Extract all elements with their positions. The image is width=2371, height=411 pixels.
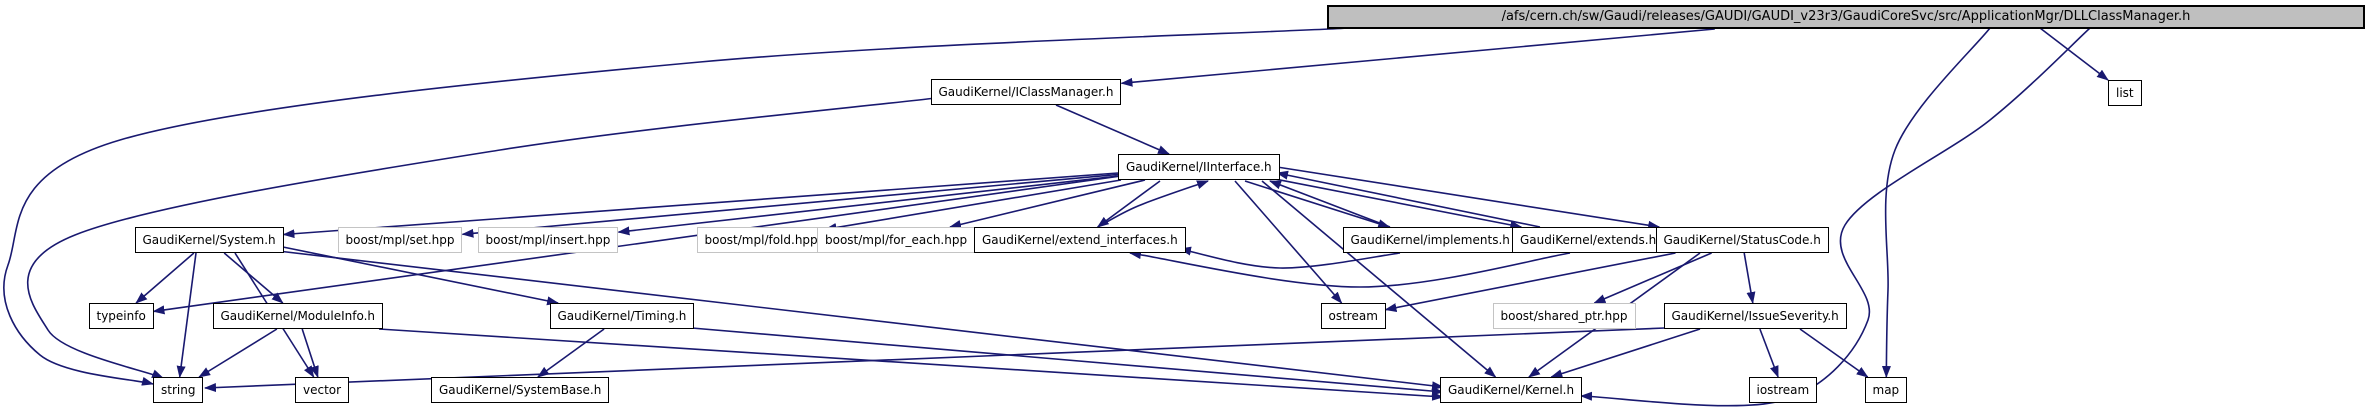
edge-issueseverity-to-kernel: [1550, 328, 1701, 378]
node-mpl_foreach: boost/mpl/for_each.hpp: [817, 227, 976, 253]
edge-system-to-string: [176, 252, 197, 378]
edge-iinterface-to-implements: [1244, 180, 1391, 228]
node-mpl_insert: boost/mpl/insert.hpp: [477, 227, 619, 253]
edge-iinterface-to-extend_interfaces: [1096, 180, 1161, 228]
edge-iinterface-to-mpl_fold: [824, 179, 1122, 232]
node-timing[interactable]: GaudiKernel/Timing.h: [549, 303, 695, 329]
node-system[interactable]: GaudiKernel/System.h: [134, 227, 284, 253]
edge-issueseverity-to-iostream: [1759, 328, 1779, 378]
edge-system-to-typeinfo: [135, 252, 195, 304]
node-extend_interfaces[interactable]: GaudiKernel/extend_interfaces.h: [974, 227, 1186, 253]
node-ostream: ostream: [1320, 303, 1386, 329]
edge-statuscode-to-shared_ptr: [1593, 252, 1712, 304]
edge-iinterface-to-typeinfo: [152, 175, 1122, 315]
node-mpl_set: boost/mpl/set.hpp: [337, 227, 463, 253]
edge-iinterface-to-extends: [1269, 177, 1523, 230]
edge-extends-to-extend_interfaces: [1129, 250, 1571, 288]
edge-iinterface-to-statuscode: [1276, 166, 1661, 230]
node-string: string: [153, 377, 204, 403]
edge-system-to-timing: [277, 245, 560, 306]
edge-iinterface-to-mpl_foreach: [949, 179, 1146, 229]
node-systembase[interactable]: GaudiKernel/SystemBase.h: [431, 377, 610, 403]
node-kernel[interactable]: GaudiKernel/Kernel.h: [1440, 377, 1583, 403]
edge-iinterface-to-ostream: [1234, 180, 1343, 304]
edge-timing-to-systembase: [537, 328, 605, 378]
node-map: map: [1864, 377, 1908, 403]
node-moduleinfo[interactable]: GaudiKernel/ModuleInfo.h: [212, 303, 384, 329]
edge-root-to-map: [1881, 27, 1991, 378]
node-implements[interactable]: GaudiKernel/implements.h: [1342, 227, 1518, 253]
node-iclassmanager[interactable]: GaudiKernel/IClassManager.h: [930, 79, 1122, 105]
node-typeinfo: typeinfo: [88, 303, 154, 329]
edge-extends-to-iinterface: [1276, 170, 1541, 228]
edge-statuscode-to-ostream: [1384, 252, 1676, 313]
edge-iinterface-to-mpl_insert: [617, 175, 1119, 236]
edge-implements-to-iinterface: [1269, 180, 1391, 228]
edge-extend_interfaces-to-iinterface: [1097, 180, 1209, 228]
edge-iinterface-to-kernel: [1261, 180, 1497, 378]
edge-iinterface-to-mpl_set: [461, 173, 1119, 238]
edge-iclassmanager-to-iinterface: [1055, 104, 1170, 155]
edge-root-to-iclassmanager: [1120, 28, 1715, 87]
node-issueseverity[interactable]: GaudiKernel/IssueSeverity.h: [1663, 303, 1847, 329]
node-mpl_fold: boost/mpl/fold.hpp: [696, 227, 826, 253]
node-shared_ptr: boost/shared_ptr.hpp: [1492, 303, 1636, 329]
edge-system-to-moduleinfo: [223, 252, 284, 304]
edge-statuscode-to-issueseverity: [1743, 252, 1756, 304]
node-vector: vector: [295, 377, 350, 403]
edge-moduleinfo-to-vector: [301, 328, 319, 378]
edge-root-to-string: [3, 27, 1351, 386]
edge-system-to-kernel: [277, 250, 1444, 391]
node-list: list: [2108, 80, 2142, 106]
node-iinterface[interactable]: GaudiKernel/IInterface.h: [1118, 154, 1280, 180]
node-iostream: iostream: [1748, 377, 1818, 403]
edge-iclassmanager-to-string: [26, 97, 937, 379]
edge-moduleinfo-to-kernel: [378, 328, 1444, 401]
node-root: /afs/cern.ch/sw/Gaudi/releases/GAUDI/GAU…: [1327, 5, 2365, 29]
edge-implements-to-extend_interfaces: [1179, 246, 1401, 269]
edge-timing-to-kernel: [679, 326, 1444, 396]
node-extends[interactable]: GaudiKernel/extends.h: [1512, 227, 1665, 253]
edge-iinterface-to-system: [282, 172, 1119, 239]
edge-moduleinfo-to-string: [198, 328, 278, 378]
node-statuscode[interactable]: GaudiKernel/StatusCode.h: [1655, 227, 1829, 253]
edge-root-to-kernel: [1580, 27, 2091, 407]
edge-root-to-list: [2039, 27, 2109, 81]
edge-issueseverity-to-map: [1799, 328, 1869, 378]
